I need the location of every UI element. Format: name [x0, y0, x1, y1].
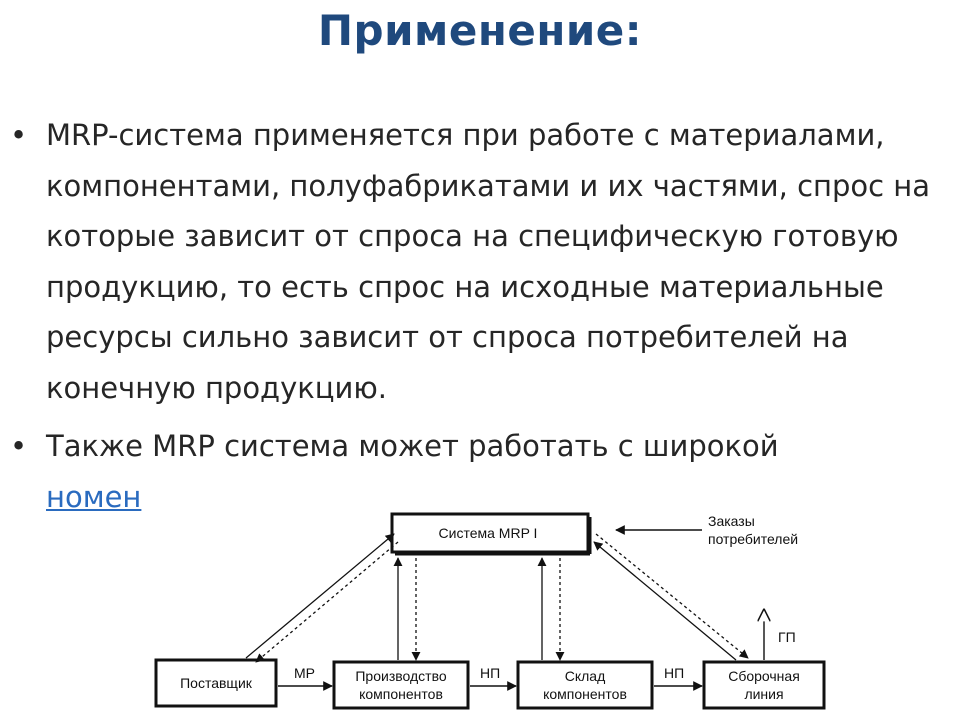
- assembly-line-box: Сборочная линия: [702, 660, 826, 710]
- info-arrow: [255, 541, 399, 663]
- bullet-list: • MRP-система применяется при работе с м…: [10, 110, 940, 522]
- production-label: Производство: [355, 668, 446, 684]
- customer-orders-label: Заказы: [708, 513, 755, 529]
- warehouse-label: Склад: [565, 668, 606, 684]
- production-label: компонентов: [359, 686, 443, 702]
- bullet-dot-icon: •: [10, 429, 28, 463]
- mrp-system-label: Система MRP I: [439, 525, 538, 541]
- bullet-dot-icon: •: [10, 118, 28, 152]
- assembly-line-label: Сборочная: [728, 668, 800, 684]
- supplier-label: Поставщик: [180, 675, 253, 691]
- info-arrow: [245, 533, 395, 659]
- flow-label-gp: ГП: [778, 629, 796, 645]
- customer-orders-label: потребителей: [708, 531, 798, 547]
- slide-title: Применение:: [317, 6, 643, 55]
- mrp-diagram: Система MRP I Заказы потребителей Постав…: [142, 498, 960, 720]
- warehouse-box: Склад компонентов: [516, 660, 654, 710]
- bullet-text: MRP-система применяется при работе с мат…: [46, 118, 931, 405]
- flow-label-mr: МР: [294, 665, 315, 681]
- mrp-system-box: Система MRP I: [390, 512, 592, 556]
- bullet-item: • MRP-система применяется при работе с м…: [10, 110, 940, 413]
- info-arrow: [595, 533, 749, 659]
- nomenclature-link[interactable]: номен: [46, 479, 142, 514]
- warehouse-label: компонентов: [543, 686, 627, 702]
- info-arrow: [593, 541, 737, 661]
- bullet-item: • Также MRP система может работать с шир…: [10, 421, 940, 522]
- mrp-diagram-svg: Система MRP I Заказы потребителей Постав…: [154, 512, 826, 710]
- supplier-box: Поставщик: [154, 658, 278, 708]
- flow-label-np: НП: [664, 665, 684, 681]
- bullet-text: Также MRP система может работать с широк…: [46, 429, 779, 463]
- assembly-line-label: линия: [744, 686, 783, 702]
- flow-label-np: НП: [480, 665, 500, 681]
- production-box: Производство компонентов: [332, 660, 470, 710]
